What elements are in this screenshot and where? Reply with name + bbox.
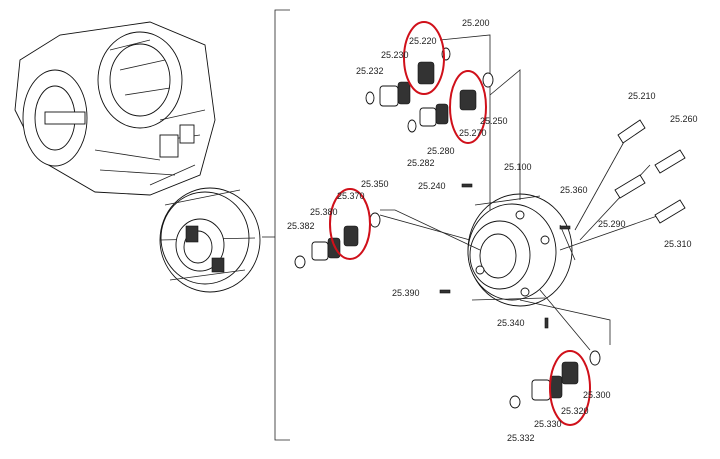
label-25280: 25.280	[427, 146, 455, 156]
label-25390: 25.390	[392, 288, 420, 298]
transmission-housing-illustration	[14, 21, 216, 196]
label-25290: 25.290	[598, 219, 626, 229]
label-25360: 25.360	[560, 185, 588, 195]
label-25260: 25.260	[670, 114, 698, 124]
label-25270: 25.270	[459, 128, 487, 138]
label-25382: 25.382	[287, 221, 315, 231]
label-25350: 25.350	[361, 179, 389, 189]
label-25250: 25.250	[480, 116, 508, 126]
upper-planet-gear-set	[365, 47, 451, 107]
label-25282: 25.282	[407, 158, 435, 168]
label-25220: 25.220	[409, 36, 437, 46]
middle-planet-gear-set	[407, 72, 494, 133]
planet-shafts	[614, 119, 686, 224]
label-25240: 25.240	[418, 181, 446, 191]
label-25320: 25.320	[561, 406, 589, 416]
highlight-25320	[549, 350, 591, 426]
left-planet-gear-set	[294, 212, 381, 269]
label-25330: 25.330	[534, 419, 562, 429]
label-25380: 25.380	[310, 207, 338, 217]
label-25210: 25.210	[628, 91, 656, 101]
label-25100: 25.100	[504, 162, 532, 172]
lower-planet-gear-set	[509, 350, 601, 409]
label-25370: 25.370	[337, 191, 365, 201]
planet-carrier-25100	[467, 193, 576, 307]
assembly-bracket	[262, 9, 290, 441]
highlight-25370	[329, 188, 371, 260]
label-25332: 25.332	[507, 433, 535, 443]
label-25232: 25.232	[356, 66, 384, 76]
label-25310: 25.310	[664, 239, 692, 249]
label-25230: 25.230	[381, 50, 409, 60]
label-25200: 25.200	[462, 18, 490, 28]
highlight-25270	[449, 70, 487, 144]
highlight-25220	[403, 21, 445, 95]
small-pins	[439, 183, 571, 329]
label-25340: 25.340	[497, 318, 525, 328]
label-25300: 25.300	[583, 390, 611, 400]
planetary-carrier-assembly	[159, 187, 261, 293]
